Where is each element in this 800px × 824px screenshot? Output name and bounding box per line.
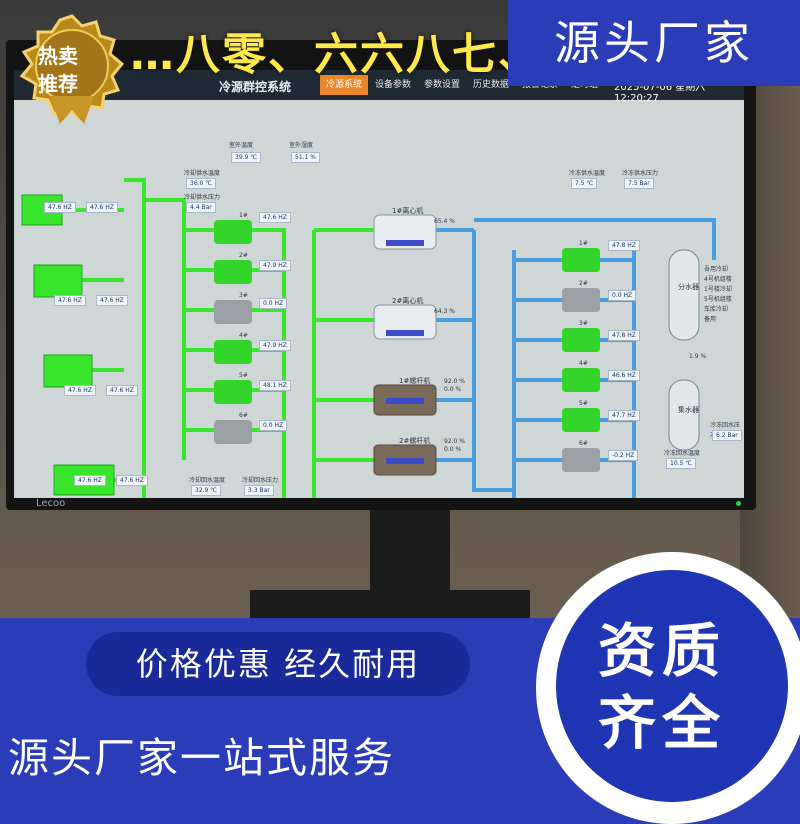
tab-param-settings[interactable]: 参数设置 — [424, 80, 461, 90]
chiller-4-name: 2#螺杆机 — [399, 437, 431, 445]
outdoor-temp-label: 室外温度 — [229, 142, 254, 149]
cooling-pump-6-name: 6# — [239, 412, 248, 419]
chiller-3-name: 1#螺杆机 — [399, 377, 431, 385]
chiller-4-extra: 0.0 % — [444, 446, 462, 453]
app-title: 冷源群控系统 — [219, 80, 292, 94]
tower-2-freq: 47.6 HZ — [54, 295, 86, 306]
chilled-pump-3-name: 3# — [579, 320, 588, 327]
outdoor-temp-value: 39.9 ℃ — [231, 152, 262, 163]
branch-4: 5号机组楼 — [704, 296, 732, 303]
slogan-text: 价格优惠 经久耐用 — [135, 645, 421, 683]
chiller-3-load: 92.0 % — [444, 378, 465, 385]
badge-line2: 推荐 — [38, 72, 78, 96]
cooling-pump-1-name: 1# — [239, 212, 248, 219]
chilled-pump-1-freq: 47.8 HZ — [608, 240, 640, 251]
branch-3: 1号楼冷却 — [704, 286, 732, 293]
chiller-4-load: 92.0 % — [444, 438, 465, 445]
tab-device-params[interactable]: 设备参数 — [375, 80, 412, 90]
quality-line2: 齐全 — [598, 689, 727, 757]
chilled-pump-4-name: 4# — [579, 360, 588, 367]
cooling-pump-5-freq: 48.1 HZ — [259, 380, 291, 391]
cw-supply-pressure-value: 4.4 Bar — [186, 202, 216, 213]
slogan-pill: 价格优惠 经久耐用 — [86, 632, 470, 696]
tab-history[interactable]: 历史数据 — [473, 80, 510, 90]
chilled-pump-2-freq: 0.0 HZ — [608, 290, 637, 301]
cooling-tower — [43, 354, 93, 388]
chiller-2-name: 2#离心机 — [392, 297, 424, 305]
tower-1-freq2: 47.6 HZ — [86, 202, 118, 213]
chilled-pump-5-name: 5# — [579, 400, 588, 407]
cooling-pump-1-freq: 47.6 HZ — [259, 212, 291, 223]
service-text: 源头厂家一站式服务 — [8, 734, 395, 782]
chiller-3-extra: 0.0 % — [444, 386, 462, 393]
quality-line1: 资质 — [598, 617, 727, 685]
tab-chiller-system[interactable]: 冷源系统 — [320, 75, 369, 95]
chilled-pump-2-name: 2# — [579, 280, 588, 287]
tower-2-freq2: 47.6 HZ — [96, 295, 128, 306]
chw-supply-pressure-label: 冷冻供水压力 — [622, 170, 659, 177]
headline-phone: …八零、六六八七、 — [130, 29, 544, 80]
branch-6: 备用 — [704, 316, 717, 323]
power-led-icon — [736, 501, 741, 506]
tower-1-freq: 47.6 HZ — [44, 202, 76, 213]
chilled-pump-1-name: 1# — [579, 240, 588, 247]
cw-return-temp-value: 32.9 ℃ — [191, 485, 222, 496]
outdoor-humidity-label: 室外湿度 — [289, 142, 314, 149]
monitor-brand-logo: Lecoo — [36, 498, 66, 509]
monitor: 冷源群控系统 冷源系统 设备参数 参数设置 历史数据 报警记录 定时组 2025… — [6, 40, 756, 510]
supply-header-label: 分水器 — [678, 283, 699, 291]
cw-supply-temp-value: 36.0 ℃ — [186, 178, 217, 189]
chilled-pump-3-freq: 47.8 HZ — [608, 330, 640, 341]
cw-return-temp-label: 冷却回水温度 — [189, 477, 226, 484]
cw-supply-temp-label: 冷却供水温度 — [184, 170, 221, 177]
cooling-pump-4-freq: 47.9 HZ — [259, 340, 291, 351]
monitor-base — [250, 590, 530, 618]
branch-2: 4号机组楼 — [704, 276, 732, 283]
scada-screen: 冷源群控系统 冷源系统 设备参数 参数设置 历史数据 报警记录 定时组 2025… — [14, 70, 744, 498]
cw-return-pressure-value: 3.3 Bar — [244, 485, 274, 496]
chw-return-temp-label: 冷冻回水温度 — [664, 450, 701, 457]
chilled-pump-6-name: 6# — [579, 440, 588, 447]
bypass-percent: 1.9 % — [689, 353, 707, 360]
cooling-pump-2-freq: 47.9 HZ — [259, 260, 291, 271]
hot-sale-badge — [19, 14, 125, 124]
chiller-1-load: 65.4 % — [434, 218, 455, 225]
tower-4-freq: 47.6 HZ — [74, 475, 106, 486]
brand-box: 源头厂家 — [508, 0, 800, 86]
headline-text: …八零、六六八七、 — [0, 18, 560, 80]
branch-5: 车库冷却 — [704, 306, 729, 313]
chilled-pump-6-freq: -0.2 HZ — [608, 450, 639, 461]
quality-seal-inner — [556, 570, 788, 802]
badge-line1: 热卖 — [38, 44, 78, 68]
chw-supply-temp-label: 冷冻供水温度 — [569, 170, 606, 177]
chiller-2-load: 64.3 % — [434, 308, 455, 315]
cooling-pump-3-freq: 0.0 HZ — [259, 298, 288, 309]
tower-3-freq: 47.6 HZ — [64, 385, 96, 396]
tower-3-freq2: 47.6 HZ — [106, 385, 138, 396]
chw-supply-pressure-value: 7.5 Bar — [624, 178, 654, 189]
chilled-pump-4-freq: 46.6 HZ — [608, 370, 640, 381]
cooling-pump-3-name: 3# — [239, 292, 248, 299]
datetime: 2025-07-06 星期六 12:20:27 — [614, 82, 706, 104]
chw-supply-temp-value: 7.5 ℃ — [571, 178, 598, 189]
cw-supply-pressure-label: 冷却供水压力 — [184, 194, 221, 201]
outdoor-humidity-value: 51.1 % — [291, 152, 320, 163]
cooling-pump-5-name: 5# — [239, 372, 248, 379]
chilled-pump-5-freq: 47.7 HZ — [608, 410, 640, 421]
chw-return-pressure-value: 6.2 Bar — [712, 430, 742, 441]
tower-4-freq2: 47.6 HZ — [116, 475, 148, 486]
cooling-pump-6-freq: 0.0 HZ — [259, 420, 288, 431]
return-header-label: 集水器 — [678, 406, 699, 414]
cooling-pump-2-name: 2# — [239, 252, 248, 259]
chw-return-temp-value: 10.5 ℃ — [666, 458, 697, 469]
branch-1: 吾用冷却 — [704, 266, 729, 273]
cw-return-pressure-label: 冷却回水压力 — [242, 477, 279, 484]
cooling-pump-4-name: 4# — [239, 332, 248, 339]
monitor-photo: 冷源群控系统 冷源系统 设备参数 参数设置 历史数据 报警记录 定时组 2025… — [0, 0, 800, 618]
return-header — [668, 379, 700, 451]
supply-header — [668, 249, 700, 341]
cooling-tower — [33, 264, 83, 298]
chiller-1-name: 1#离心机 — [392, 207, 424, 215]
brand-text: 源头厂家 — [554, 16, 754, 70]
